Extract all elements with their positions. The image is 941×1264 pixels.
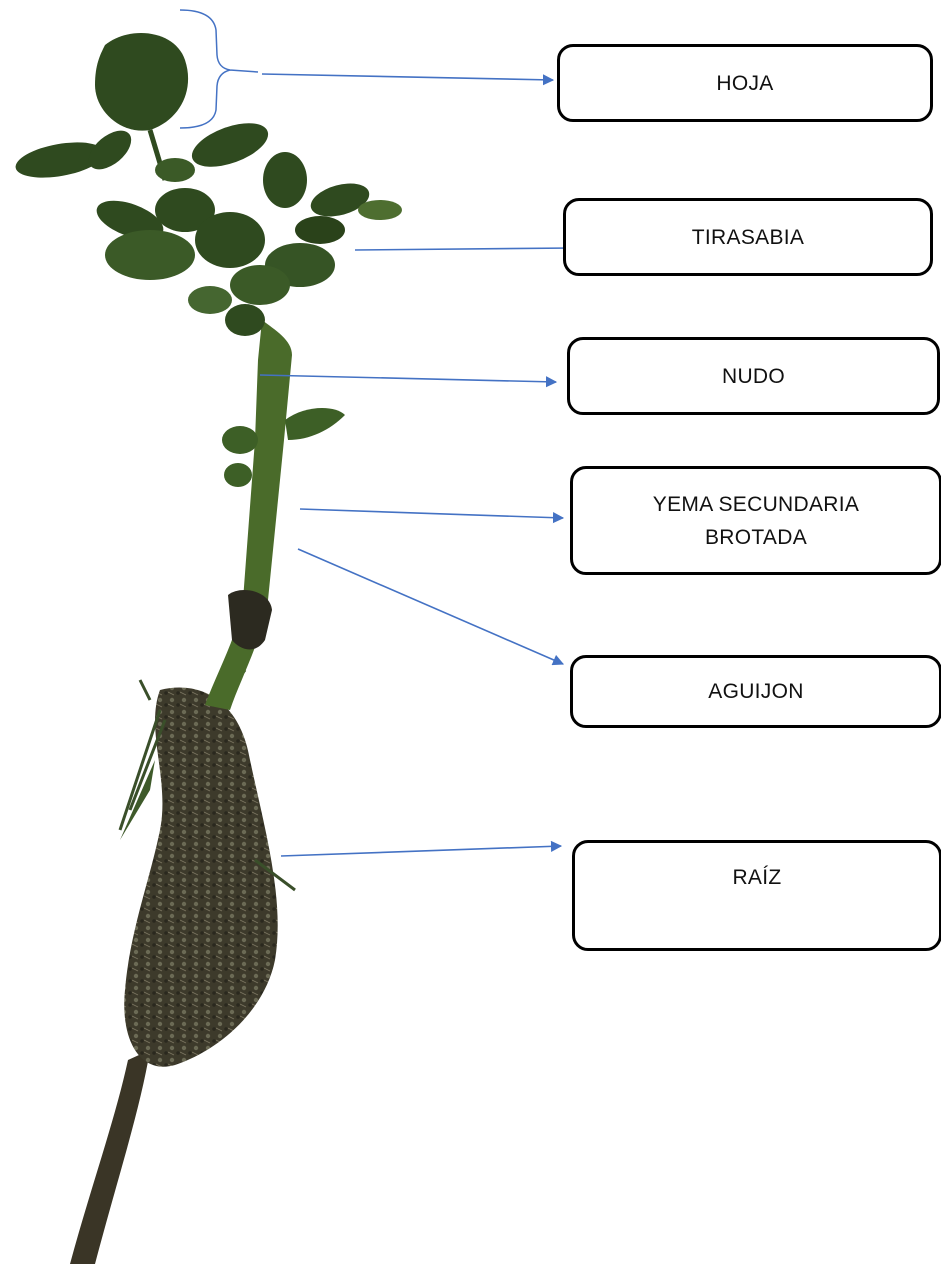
arrow-nudo — [260, 375, 556, 382]
graft-union — [228, 590, 272, 649]
label-box-yema: YEMA SECUNDARIA BROTADA — [570, 466, 941, 575]
leaf-canopy — [13, 33, 402, 336]
label-box-raiz: RAÍZ — [572, 840, 941, 951]
label-box-hoja: HOJA — [557, 44, 933, 122]
secondary-bud — [222, 426, 258, 454]
label-yema: YEMA SECUNDARIA BROTADA — [653, 488, 859, 554]
arrow-yema — [300, 509, 563, 518]
label-box-nudo: NUDO — [567, 337, 940, 415]
label-box-aguijon: AGUIJON — [570, 655, 941, 728]
label-hoja: HOJA — [716, 67, 773, 100]
secondary-bud-small — [224, 463, 252, 487]
label-tirasabia: TIRASABIA — [692, 221, 804, 254]
arrow-raiz — [281, 846, 561, 856]
label-box-tirasabia: TIRASABIA — [563, 198, 933, 276]
label-yema-line1: YEMA SECUNDARIA — [653, 488, 859, 521]
arrow-hoja — [262, 74, 553, 80]
plant-photo — [13, 33, 402, 1264]
pointer-arrows — [260, 74, 573, 856]
label-raiz: RAÍZ — [732, 861, 781, 894]
leaf-bracket — [180, 10, 258, 128]
root-leaf-left — [120, 760, 155, 840]
stem — [205, 320, 292, 710]
label-nudo: NUDO — [722, 360, 785, 393]
taproot — [70, 1050, 150, 1264]
secondary-leaf — [285, 408, 345, 440]
arrow-tirasabia — [355, 248, 573, 250]
label-yema-line2: BROTADA — [653, 521, 859, 554]
label-aguijon: AGUIJON — [708, 675, 803, 708]
arrow-aguijon — [298, 549, 563, 664]
